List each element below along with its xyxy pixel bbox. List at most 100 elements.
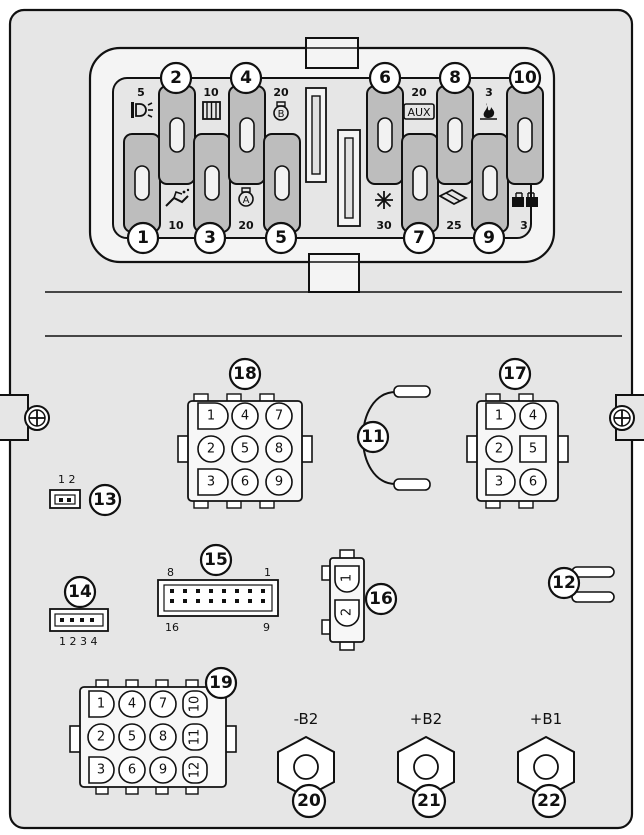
connector-18-pin: 5 — [231, 435, 259, 463]
spare-fuse-slot-upper — [305, 87, 327, 183]
bulb-b-letter: B — [278, 109, 285, 120]
terminal-b1-positive-label: +B1 — [530, 710, 562, 728]
bottom-clip — [308, 253, 360, 293]
connector-16-number: 16 — [369, 589, 393, 609]
bulb-a-icon: A — [238, 187, 254, 207]
connector-16: 1 2 — [321, 549, 365, 651]
terminal-20-number: 20 — [297, 791, 321, 811]
fuse-4-number: 4 — [240, 68, 252, 88]
bulb-a-letter: A — [243, 195, 250, 206]
connector-15-pin-dot — [261, 599, 265, 603]
svg-text:9: 9 — [159, 763, 167, 778]
connector-13 — [49, 489, 81, 509]
connector-19-number: 19 — [209, 673, 233, 693]
connector-16-pin: 2 — [334, 599, 360, 627]
connector-18-pin: 3 — [197, 468, 229, 496]
terminal-20-badge: 20 — [291, 783, 327, 819]
svg-text:3: 3 — [97, 763, 105, 778]
air-conditioning-icon — [375, 191, 393, 209]
fuse-2-number: 2 — [170, 68, 182, 88]
connector-18-pin: 1 — [197, 402, 229, 430]
connector-18: 1 4 7 2 5 8 3 6 9 — [177, 393, 313, 509]
fuse-3 — [193, 133, 231, 233]
side-light-icon — [131, 102, 153, 118]
connector-17-pin: 4 — [519, 402, 547, 430]
svg-text:4: 4 — [529, 409, 537, 424]
connector-15-pin-dot — [222, 599, 226, 603]
top-clip — [305, 37, 359, 69]
connector-19-pin: 6 — [118, 756, 146, 784]
fuse-8-number: 8 — [449, 68, 461, 88]
fuse-9-number: 9 — [483, 228, 495, 248]
fuse-7 — [401, 133, 439, 233]
connector-13-pin-labels: 1 2 — [58, 473, 76, 486]
left-mounting-tab — [0, 394, 50, 441]
connector-18-pin: 7 — [265, 402, 293, 430]
fuse-2-badge: 2 — [159, 61, 193, 95]
fuse-5 — [263, 133, 301, 233]
connector-15-pin-dot — [183, 589, 187, 593]
connector-19-pin: 1 — [88, 690, 115, 718]
svg-text:3: 3 — [495, 475, 503, 490]
terminal-22-badge: 22 — [531, 783, 567, 819]
svg-text:6: 6 — [128, 763, 136, 778]
fuse-10-number: 10 — [513, 68, 537, 88]
connector-15-pin-dot — [235, 589, 239, 593]
right-mounting-tab — [609, 394, 644, 441]
terminal-b2-positive-label: +B2 — [410, 710, 442, 728]
fuse-4 — [228, 85, 266, 185]
svg-text:11: 11 — [188, 729, 203, 746]
svg-text:2: 2 — [207, 442, 215, 457]
wire-link-11-number: 11 — [361, 427, 385, 447]
fuse-9 — [471, 133, 509, 233]
connector-18-pin: 2 — [197, 435, 225, 463]
connector-14-badge: 14 — [63, 575, 97, 609]
connector-19-pin: 4 — [118, 690, 146, 718]
svg-text:1: 1 — [207, 409, 215, 424]
fuse-6-rating: 30 — [376, 219, 392, 232]
battery-icon — [512, 192, 538, 207]
fuse-2 — [158, 85, 196, 185]
connector-16-pin: 1 — [334, 565, 360, 593]
connector-13-number: 13 — [93, 490, 117, 510]
connector-18-number: 18 — [233, 364, 257, 384]
terminal-22-number: 22 — [537, 791, 561, 811]
connector-15 — [157, 579, 279, 617]
connector-17-pin: 2 — [485, 435, 513, 463]
fuse-8-badge: 8 — [438, 61, 472, 95]
connector-19-pin: 11 — [182, 723, 208, 751]
terminal-21 — [397, 735, 455, 799]
connector-15-badge: 15 — [199, 543, 233, 577]
fuse-4-badge: 4 — [229, 61, 263, 95]
svg-text:3: 3 — [207, 475, 215, 490]
svg-text:5: 5 — [241, 442, 249, 457]
svg-text:9: 9 — [275, 475, 283, 490]
connector-17-pin: 1 — [485, 402, 516, 430]
svg-text:5: 5 — [529, 442, 537, 457]
connector-19-pin: 2 — [87, 723, 115, 751]
connector-19-pin: 10 — [182, 690, 208, 718]
connector-18-pin: 6 — [231, 468, 259, 496]
connector-17-pin: 5 — [519, 435, 547, 463]
spare-fuse-slot-lower — [337, 129, 361, 227]
svg-text:12: 12 — [188, 762, 203, 779]
fuse-10 — [506, 85, 544, 185]
wiper-icon — [438, 188, 468, 206]
fuse-8 — [436, 85, 474, 185]
connector-13-badge: 13 — [88, 483, 122, 517]
connector-17-pin: 3 — [485, 468, 516, 496]
svg-text:4: 4 — [241, 409, 249, 424]
connector-18-pin: 8 — [265, 435, 293, 463]
svg-text:2: 2 — [97, 730, 105, 745]
fuse-10-rating: 3 — [520, 219, 528, 232]
fuse-6-number: 6 — [379, 68, 391, 88]
connector-18-pin: 9 — [265, 468, 293, 496]
connector-15-pin-dot — [170, 599, 174, 603]
connector-19-badge: 19 — [204, 666, 238, 700]
svg-text:1: 1 — [340, 574, 355, 582]
fuse-7-number: 7 — [413, 228, 425, 248]
connector-17-pin: 6 — [519, 468, 547, 496]
connector-19-pin: 9 — [149, 756, 177, 784]
